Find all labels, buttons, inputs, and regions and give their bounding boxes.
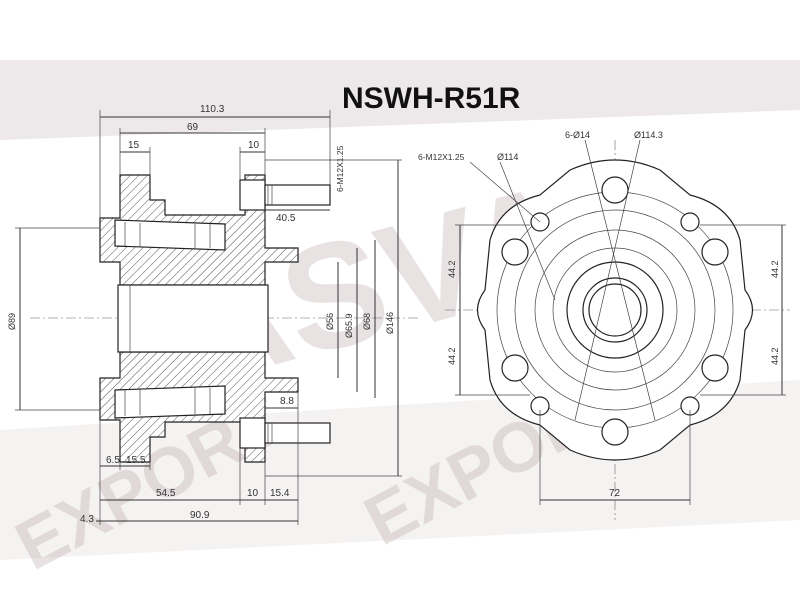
- lower-bearing-cage: [114, 385, 226, 419]
- dim-54-5: 54.5: [156, 488, 176, 499]
- pcd-circle: [514, 209, 716, 411]
- hub-bore: [117, 284, 269, 353]
- stud-hole-3: [701, 354, 729, 382]
- upper-stud-shank: [264, 184, 331, 206]
- stud-hole-1: [601, 176, 629, 204]
- dim-4-3: 4.3: [80, 514, 94, 525]
- label-d114: Ø114: [497, 152, 518, 162]
- dim-15-4: 15.4: [270, 488, 290, 499]
- lower-wheel-stud: [239, 417, 331, 449]
- lower-bearing: [114, 385, 226, 419]
- stud-hole-5: [501, 354, 529, 382]
- stud-hole-4: [601, 418, 629, 446]
- label-right-44-2-top: 44.2: [770, 260, 780, 278]
- dim-40-5: 40.5: [276, 213, 296, 224]
- leader-thread: [469, 161, 541, 223]
- upper-stud-head: [239, 179, 266, 211]
- label-left-44-2-top: 44.2: [447, 260, 457, 278]
- leader-d114: [499, 161, 556, 301]
- dim-69: 69: [187, 122, 199, 133]
- threaded-hole-2: [680, 212, 700, 232]
- dim-d89: Ø89: [7, 313, 17, 330]
- dim-6-5: 6.5: [106, 455, 120, 466]
- label-right-44-2-bot: 44.2: [770, 347, 780, 365]
- dim-d65-9: Ø65.9: [344, 313, 354, 338]
- dim-10-top: 10: [248, 140, 260, 151]
- upper-bearing-cage: [114, 219, 226, 251]
- label-d114-3: Ø114.3: [634, 130, 663, 140]
- dim-15: 15: [128, 140, 140, 151]
- side-section-view: 110.3 69 15 10 6-M12X1.25 40.5 Ø56 Ø65.9…: [7, 104, 420, 525]
- stud-hole-2: [701, 238, 729, 266]
- watermark-band: [0, 60, 800, 140]
- lower-stud-head: [239, 417, 266, 449]
- stud-hole-6: [501, 238, 529, 266]
- dim-90-9: 90.9: [190, 510, 210, 521]
- dim-d146: Ø146: [385, 312, 395, 334]
- upper-bearing: [114, 219, 226, 251]
- leader-6-d14: [584, 139, 656, 421]
- dim-8-8: 8.8: [280, 396, 294, 407]
- label-left-44-2-bot: 44.2: [447, 347, 457, 365]
- upper-wheel-stud: [239, 179, 331, 211]
- dim-15-5: 15.5: [126, 455, 146, 466]
- leader-d114-3: [574, 139, 641, 421]
- dim-10-bottom: 10: [247, 488, 259, 499]
- dim-d68: Ø68: [362, 313, 372, 330]
- dim-d56: Ø56: [325, 313, 335, 330]
- label-6-d14: 6-Ø14: [565, 130, 590, 140]
- hub-ring-3: [534, 229, 696, 391]
- part-number-title: NSWH-R51R: [342, 82, 521, 115]
- dim-stud-thread: 6-M12X1.25: [335, 145, 345, 192]
- lower-stud-shank: [264, 422, 331, 444]
- center-bore: [588, 283, 642, 337]
- front-view: 6-Ø14 Ø114.3 6-M12X1.25 Ø114 44.2 44.2 4…: [418, 130, 790, 520]
- dim-110-3: 110.3: [200, 104, 225, 115]
- label-72: 72: [609, 488, 621, 499]
- label-thread: 6-M12X1.25: [418, 152, 465, 162]
